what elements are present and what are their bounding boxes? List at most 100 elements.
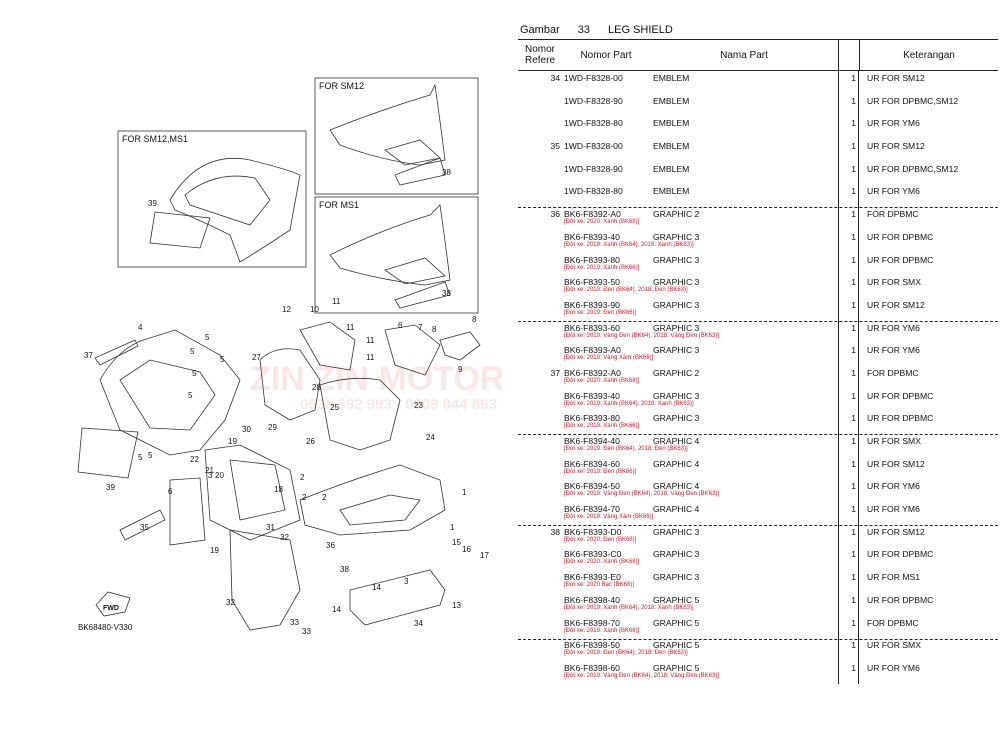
callout-number: 17	[480, 551, 489, 560]
callout-number: 11	[366, 353, 375, 362]
col-note: Keterangan	[903, 49, 955, 61]
model-year-note: [Đời xe: 2019: Vàng Xám (BK66)]	[564, 514, 654, 521]
part-name: GRAPHIC 3	[653, 572, 700, 583]
model-year-note: [Đời xe: 2019: Vàng Đen (BK64), 2018: Và…	[564, 332, 720, 339]
model-year-note: [Đời xe: 2019: Xanh (BK66)]	[564, 627, 640, 634]
inset-box-sm12	[314, 77, 479, 195]
part-number: BK6-F8393-40	[564, 390, 620, 401]
quantity: 1	[851, 163, 856, 174]
part-name: GRAPHIC 3	[653, 413, 700, 424]
part-name: GRAPHIC 3	[653, 322, 700, 333]
part-name: GRAPHIC 3	[653, 231, 700, 242]
model-year-note: [Đời xe: 2019: Đen (BK66)]	[564, 309, 637, 316]
remark: UR FOR SM12	[867, 141, 925, 152]
callout-number: 5	[188, 391, 193, 400]
part-number: BK6-F8398-50	[564, 640, 620, 651]
part-number: BK6-F8393-E0	[564, 572, 621, 583]
part-name: GRAPHIC 3	[653, 526, 700, 537]
gambar-number: 33	[577, 24, 590, 36]
callout-number: 37	[84, 351, 93, 360]
part-name: GRAPHIC 4	[653, 504, 700, 515]
callout-number: 8	[432, 325, 437, 334]
callout-number: 36	[326, 541, 335, 550]
callout-number: 24	[426, 433, 435, 442]
group-separator	[518, 320, 998, 322]
group-separator	[518, 525, 998, 526]
quantity: 1	[851, 186, 856, 197]
callout-number: 5	[192, 369, 197, 378]
callout-number: 27	[252, 353, 261, 362]
callout-number: 29	[268, 423, 277, 432]
callout-number: 31	[266, 523, 275, 532]
callout-number: 33	[290, 618, 299, 627]
part-number: BK6-F8393-D0	[564, 526, 622, 537]
remark: UR FOR SM12	[867, 299, 925, 310]
remark: UR FOR YM6	[867, 322, 920, 333]
quantity: 1	[851, 662, 856, 673]
quantity: 1	[851, 481, 856, 492]
part-number: BK6-F8398-70	[564, 617, 620, 628]
remark: UR FOR YM6	[867, 118, 920, 129]
inset-box-sm12-ms1	[117, 130, 307, 268]
remark: UR FOR YM6	[867, 186, 920, 197]
callout-number: 32	[280, 533, 289, 542]
box3-label: FOR MS1	[319, 200, 359, 210]
callout-number: 10	[310, 305, 319, 314]
model-year-note: [Đời xe: 2019: Đen (BK66)]	[564, 468, 637, 475]
callout-number: 11	[366, 336, 375, 345]
part-number: 1WD-F8328-90	[564, 163, 623, 174]
col-name: Nama Part	[720, 49, 768, 61]
parts-table: Gambar 33 LEG SHIELD Nomor Refere Nomor …	[518, 22, 998, 684]
box1-label: FOR SM12,MS1	[122, 134, 188, 144]
part-number: BK6-F8394-60	[564, 458, 620, 469]
callout-number: 5	[220, 355, 225, 364]
quantity: 1	[851, 640, 856, 651]
table-header: Nomor Refere Nomor Part Nama Part Ketera…	[518, 39, 998, 71]
callout-number: 19	[210, 546, 219, 555]
callout-number: 39	[106, 483, 115, 492]
model-year-note: [Đời xe: 2019: Vàng Đen (BK64), 2018: Và…	[564, 491, 720, 498]
ref: 36	[550, 209, 560, 220]
part-name: EMBLEM	[653, 163, 690, 174]
model-year-note: [Đời xe: 2019: Xanh (BK64), 2018: Xanh (…	[564, 400, 694, 407]
model-year-note: [Đời xe: 2019: Vàng Đen (BK64), 2018: Và…	[564, 672, 720, 679]
part-name: EMBLEM	[653, 95, 690, 106]
group-separator	[518, 638, 998, 640]
part-number: BK6-F8393-C0	[564, 549, 622, 560]
part-name: GRAPHIC 3	[653, 254, 700, 265]
remark: UR FOR YM6	[867, 345, 920, 356]
quantity: 1	[851, 436, 856, 446]
part-number: BK6-F8394-50	[564, 481, 620, 492]
callout-number: 2	[322, 493, 327, 502]
quantity: 1	[851, 549, 856, 560]
remark: UR FOR DPBMC,SM12	[867, 95, 959, 106]
model-year-note: [Đời xe: 2020: Xanh (BK68)]	[564, 377, 640, 384]
figure-title: Gambar 33 LEG SHIELD	[518, 22, 998, 39]
part-number: BK6-F8393-80	[564, 254, 620, 265]
col-part-no: Nomor Part	[580, 49, 632, 61]
callout-number: 5	[190, 347, 195, 356]
part-number: 1WD-F8328-80	[564, 118, 623, 129]
callout-number: 6	[398, 321, 403, 330]
callout-number: 25	[330, 403, 339, 412]
callout-number: 12	[282, 305, 291, 314]
part-number: BK6-F8398-60	[564, 662, 620, 673]
callout-number: 34	[414, 619, 423, 628]
part-number: BK6-F8393-A0	[564, 345, 621, 356]
part-number: BK6-F8392-A0	[564, 367, 621, 378]
box2-label: FOR SM12	[319, 81, 364, 91]
part-number: BK6-F8393-60	[564, 322, 620, 333]
